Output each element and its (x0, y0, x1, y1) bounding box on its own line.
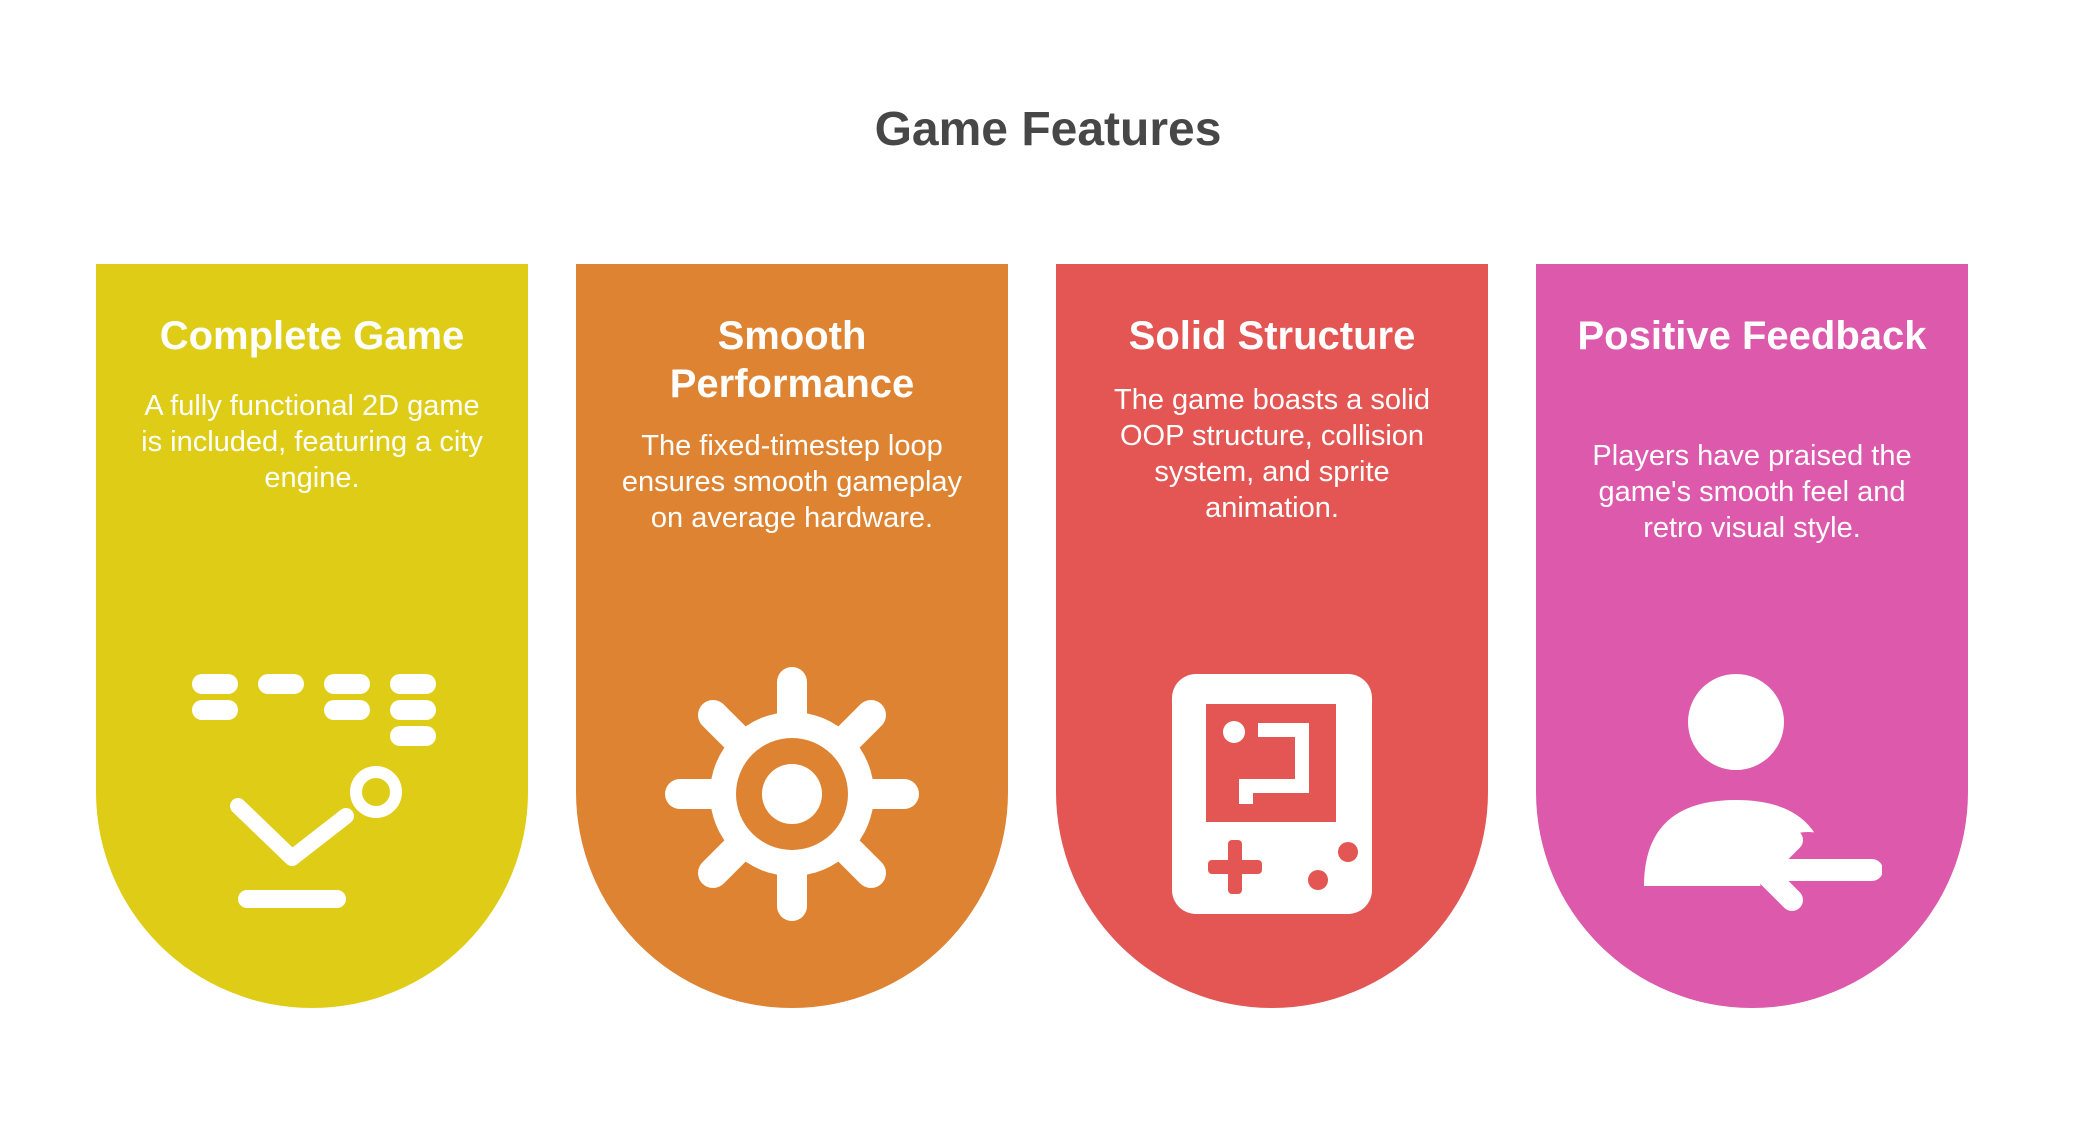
card-title: Smooth Performance (669, 314, 915, 406)
feature-card-solid-structure: Solid Structure The game boasts a solid … (1056, 264, 1488, 1008)
card-description: Players have praised the game's smooth f… (1592, 440, 1912, 544)
card-title: Solid Structure (1128, 314, 1416, 358)
user-feedback-icon (1644, 674, 1882, 924)
feature-card-smooth-performance: Smooth Performance The fixed-timestep lo… (576, 264, 1008, 1008)
card-title: Complete Game (159, 314, 465, 358)
feature-card-positive-feedback: Positive Feedback Players have praised t… (1536, 264, 1968, 1008)
card-description: A fully functional 2D game is included, … (141, 390, 483, 494)
card-title: Positive Feedback (1577, 314, 1927, 358)
feature-card-complete-game: Complete Game A fully functional 2D game… (96, 264, 528, 1008)
handheld-game-console-icon (1172, 674, 1372, 914)
page-title: Game Features (874, 103, 1222, 156)
gear-icon (665, 667, 919, 921)
card-description: The game boasts a solid OOP structure, c… (1114, 384, 1430, 524)
brick-breaker-game-icon (192, 674, 436, 908)
card-description: The fixed-timestep loop ensures smooth g… (621, 430, 963, 534)
